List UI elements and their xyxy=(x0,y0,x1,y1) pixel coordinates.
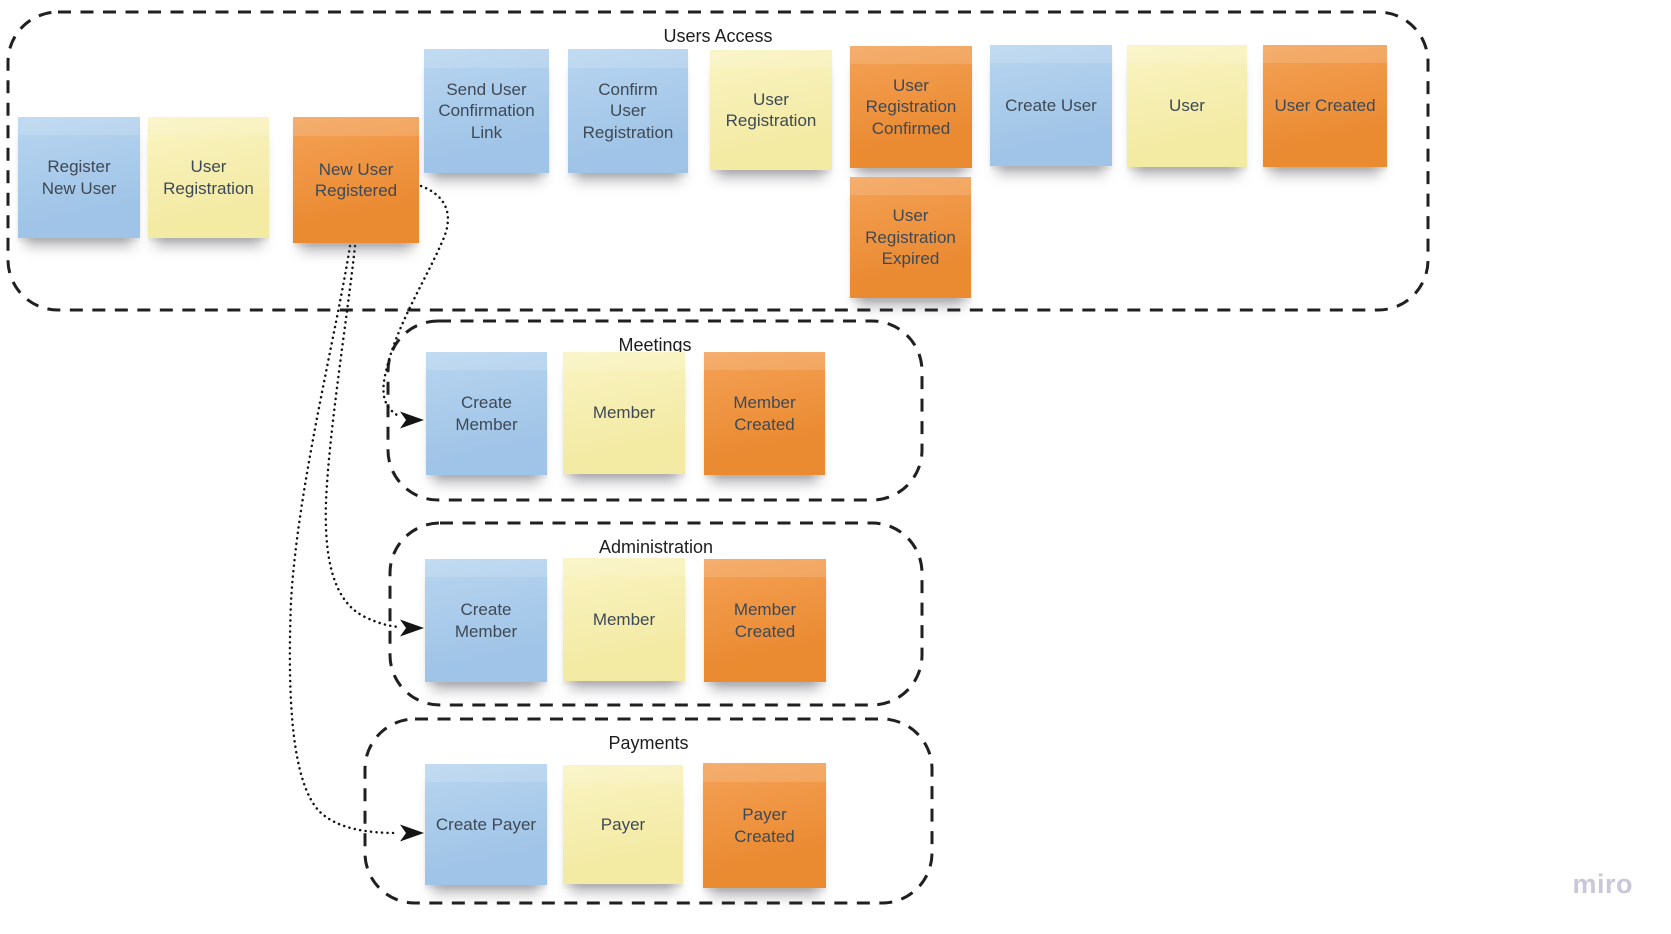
sticky-note-text: Payer xyxy=(600,814,646,834)
sticky-note-text: User Created xyxy=(1274,96,1376,116)
sticky-note-text: Member xyxy=(592,403,656,423)
sticky-note-meetings-member[interactable]: Member xyxy=(563,352,685,474)
sticky-note-text: Create Member xyxy=(455,393,518,434)
connector-new-user-registered-to-administration-create-member[interactable] xyxy=(324,244,401,629)
sticky-note-users-access-user[interactable]: User xyxy=(1127,45,1247,167)
group-administration-outline[interactable] xyxy=(388,521,924,707)
sticky-note-text: User Registration Expired xyxy=(865,206,956,269)
sticky-note-users-access-send-user-confirmation-link[interactable]: Send User Confirmation Link xyxy=(424,49,549,173)
group-title-meetings[interactable]: Meetings xyxy=(618,335,692,355)
sticky-note-text: Create Payer xyxy=(435,814,537,834)
sticky-note-text: Member Created xyxy=(733,393,796,434)
sticky-note-administration-create-member[interactable]: Create Member xyxy=(425,559,547,682)
sticky-note-administration-member-created[interactable]: Member Created xyxy=(704,559,826,682)
miro-watermark: miro xyxy=(1572,869,1633,899)
sticky-note-text: User Registration xyxy=(163,157,254,198)
sticky-note-payments-payer-created[interactable]: Payer Created xyxy=(703,763,826,888)
arrowhead-icon xyxy=(400,619,424,637)
sticky-note-text: Payer Created xyxy=(734,805,795,846)
group-payments-outline[interactable] xyxy=(363,717,934,905)
sticky-note-text: Send User Confirmation Link xyxy=(438,79,535,142)
sticky-note-text: User xyxy=(1169,96,1205,116)
sticky-note-users-access-user-registration[interactable]: User Registration xyxy=(710,50,832,170)
group-title-users-access[interactable]: Users Access xyxy=(663,26,773,46)
sticky-note-users-access-user-registration-expired[interactable]: User Registration Expired xyxy=(850,177,971,298)
connector-new-user-registered-to-meetings-create-member[interactable] xyxy=(382,184,450,417)
group-users-access-outline[interactable] xyxy=(6,10,1430,312)
sticky-note-meetings-member-created[interactable]: Member Created xyxy=(704,352,825,475)
group-title-administration[interactable]: Administration xyxy=(598,537,714,557)
sticky-note-users-access-user-registration[interactable]: User Registration xyxy=(148,117,269,238)
sticky-note-text: Confirm User Registration xyxy=(582,79,674,142)
sticky-note-users-access-user-created[interactable]: User Created xyxy=(1263,45,1387,167)
group-meetings-outline[interactable] xyxy=(386,319,924,502)
sticky-note-users-access-new-user-registered[interactable]: New User Registered xyxy=(293,117,419,243)
sticky-note-users-access-register-new-user[interactable]: Register New User xyxy=(18,117,140,238)
sticky-note-administration-member[interactable]: Member xyxy=(563,558,685,681)
sticky-note-text: Create Member xyxy=(454,600,518,641)
sticky-note-text: Register New User xyxy=(41,157,117,198)
sticky-note-text: Member xyxy=(592,609,656,629)
sticky-note-text: Member Created xyxy=(733,600,797,641)
sticky-note-text: New User Registered xyxy=(314,159,398,200)
sticky-note-users-access-user-registration-confirmed[interactable]: User Registration Confirmed xyxy=(850,46,972,168)
sticky-note-users-access-confirm-user-registration[interactable]: Confirm User Registration xyxy=(568,49,688,173)
sticky-note-text: User Registration xyxy=(725,89,817,130)
sticky-note-meetings-create-member[interactable]: Create Member xyxy=(426,352,547,475)
sticky-note-text: User Registration Confirmed xyxy=(865,75,957,138)
sticky-note-payments-payer[interactable]: Payer xyxy=(563,765,683,884)
sticky-note-users-access-create-user[interactable]: Create User xyxy=(990,45,1112,166)
connector-new-user-registered-to-payments-create-payer[interactable] xyxy=(288,244,400,835)
sticky-note-text: Create User xyxy=(1005,95,1097,115)
sticky-note-payments-create-payer[interactable]: Create Payer xyxy=(425,764,547,885)
arrowhead-icon xyxy=(400,824,424,842)
arrowhead-icon xyxy=(400,411,424,429)
group-title-payments[interactable]: Payments xyxy=(608,733,689,753)
